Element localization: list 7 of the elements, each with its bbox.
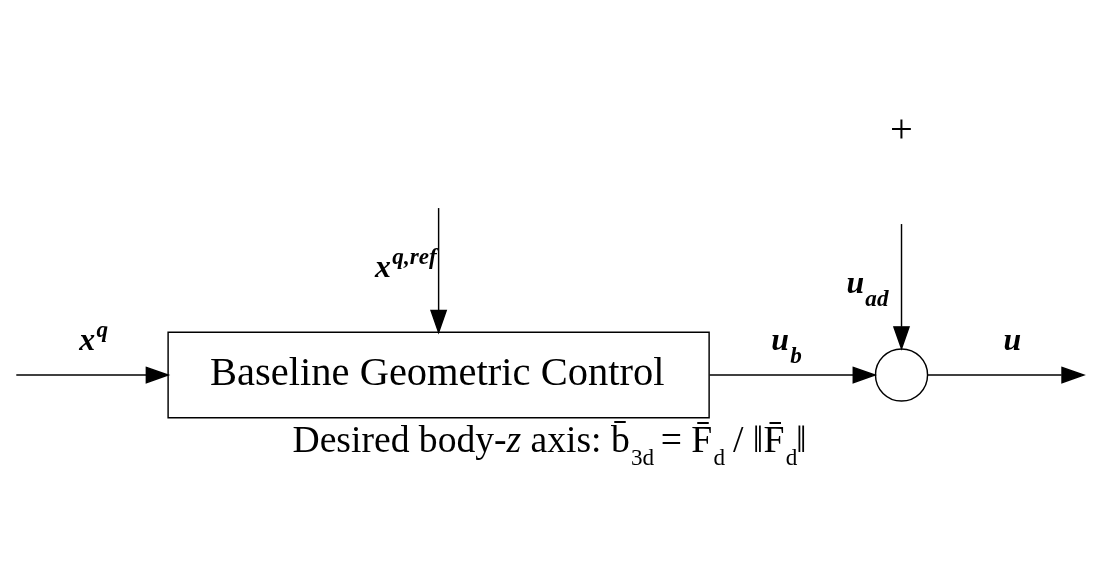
label: + (889, 105, 913, 151)
edge-label: x$^{q}$ (79, 315, 109, 357)
caption: Desired body-z axis: b̄$_{3d}$ = F̄$_{d}$ / ‖F̄$_{d}$‖ (292, 418, 807, 471)
edge-label: u$_{b}$ (771, 321, 802, 368)
edge-label: u$_{ad}$ (846, 264, 889, 311)
edge-label: x$^{q,ref}$ (374, 242, 437, 284)
edge-label: u (1003, 321, 1022, 357)
